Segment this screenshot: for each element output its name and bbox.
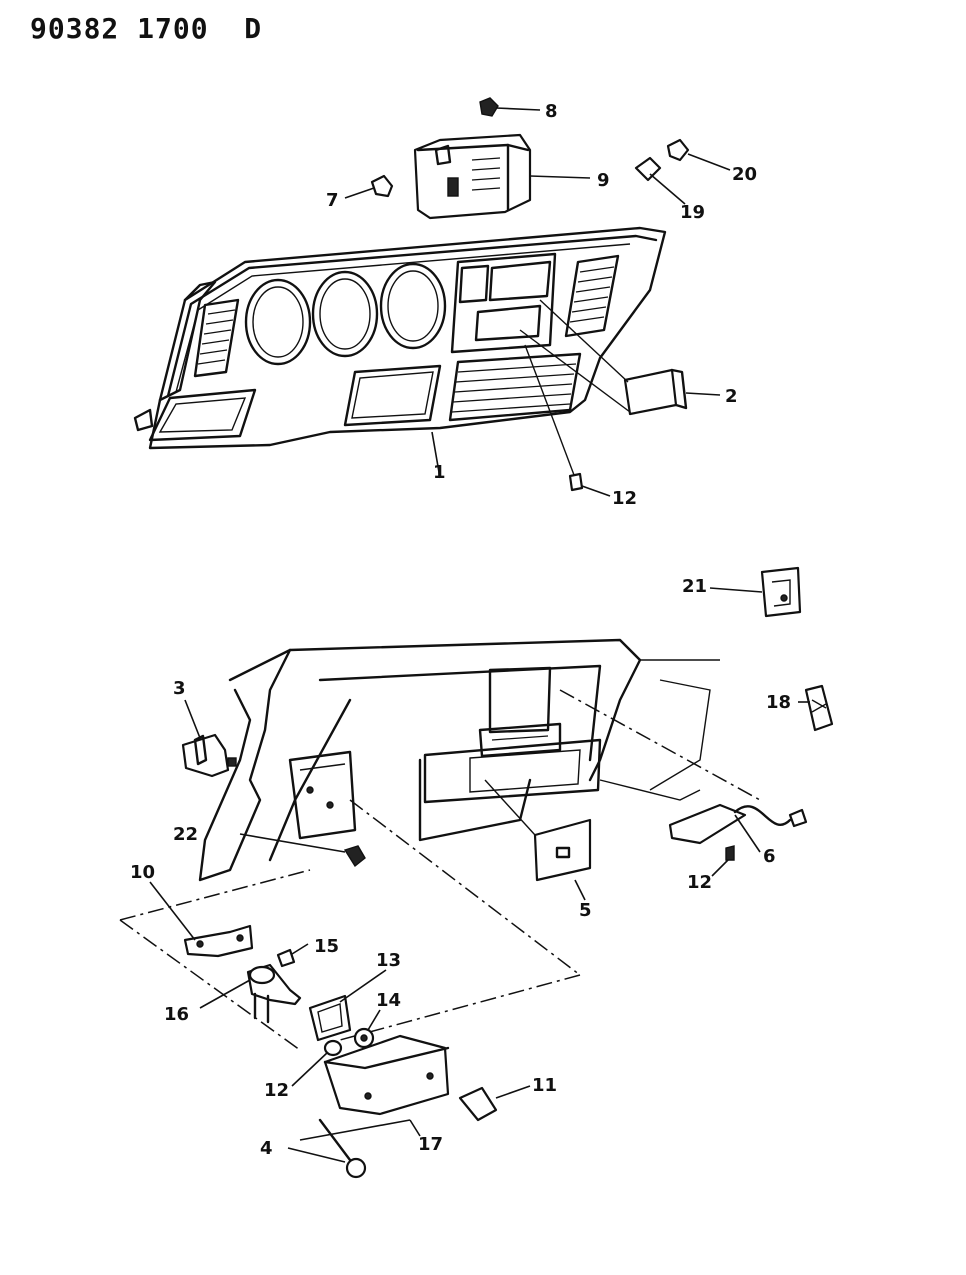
glove-box-door-icon <box>484 779 592 882</box>
bumper-icon <box>458 1086 498 1122</box>
glove-box-lamp-icon <box>668 803 808 845</box>
nut-icon <box>479 97 499 117</box>
callout-5: 5 <box>579 900 592 921</box>
callout-2: 2 <box>725 386 738 407</box>
callout-22: 22 <box>173 824 198 845</box>
callout-8: 8 <box>545 101 558 122</box>
lock-bezel-icon <box>308 994 352 1042</box>
callout-17: 17 <box>418 1134 443 1155</box>
callout-12c: 12 <box>264 1080 289 1101</box>
clip-icon <box>370 174 394 198</box>
instrument-bezel-icon <box>133 226 667 450</box>
callout-4: 4 <box>260 1138 273 1159</box>
lock-icon <box>246 963 302 1024</box>
air-outlet-duct <box>519 299 688 416</box>
callout-12b: 12 <box>687 872 712 893</box>
callout-18: 18 <box>766 692 791 713</box>
callout-20: 20 <box>732 164 757 185</box>
screw-12a-icon <box>323 1039 343 1057</box>
callout-13: 13 <box>376 950 401 971</box>
bracket-icon <box>760 566 802 618</box>
screw-icon <box>568 472 584 492</box>
document-id: 90382 1700 D <box>30 12 263 45</box>
hinge-icon <box>183 924 254 958</box>
callout-16: 16 <box>164 1004 189 1025</box>
bulb-icon <box>634 156 662 182</box>
callout-11: 11 <box>532 1075 557 1096</box>
socket-icon <box>666 138 690 162</box>
latch-housing-icon <box>323 1034 450 1116</box>
pin-icon <box>318 1118 367 1179</box>
callout-12a: 12 <box>612 488 637 509</box>
callout-1: 1 <box>433 462 446 483</box>
callout-9: 9 <box>597 170 610 191</box>
callout-7: 7 <box>326 190 339 211</box>
screw-22-icon <box>343 845 366 868</box>
screw-15-icon <box>276 948 296 968</box>
leader-lines <box>149 107 810 1163</box>
callout-19: 19 <box>680 202 705 223</box>
module-icon <box>413 133 532 220</box>
callout-labels: 1 2 3 4 5 6 7 8 9 10 11 12 12 12 13 14 1… <box>130 101 791 1159</box>
switch-icon <box>181 733 237 778</box>
nut-14-icon <box>353 1027 375 1049</box>
callout-14: 14 <box>376 990 401 1011</box>
callout-6: 6 <box>763 846 776 867</box>
screw-12c-icon <box>725 845 735 861</box>
callout-10: 10 <box>130 862 155 883</box>
callout-15: 15 <box>314 936 339 957</box>
dash-panel-icon <box>198 638 720 882</box>
lamp-icon <box>804 684 834 732</box>
callout-3: 3 <box>173 678 186 699</box>
callout-21: 21 <box>682 576 707 597</box>
